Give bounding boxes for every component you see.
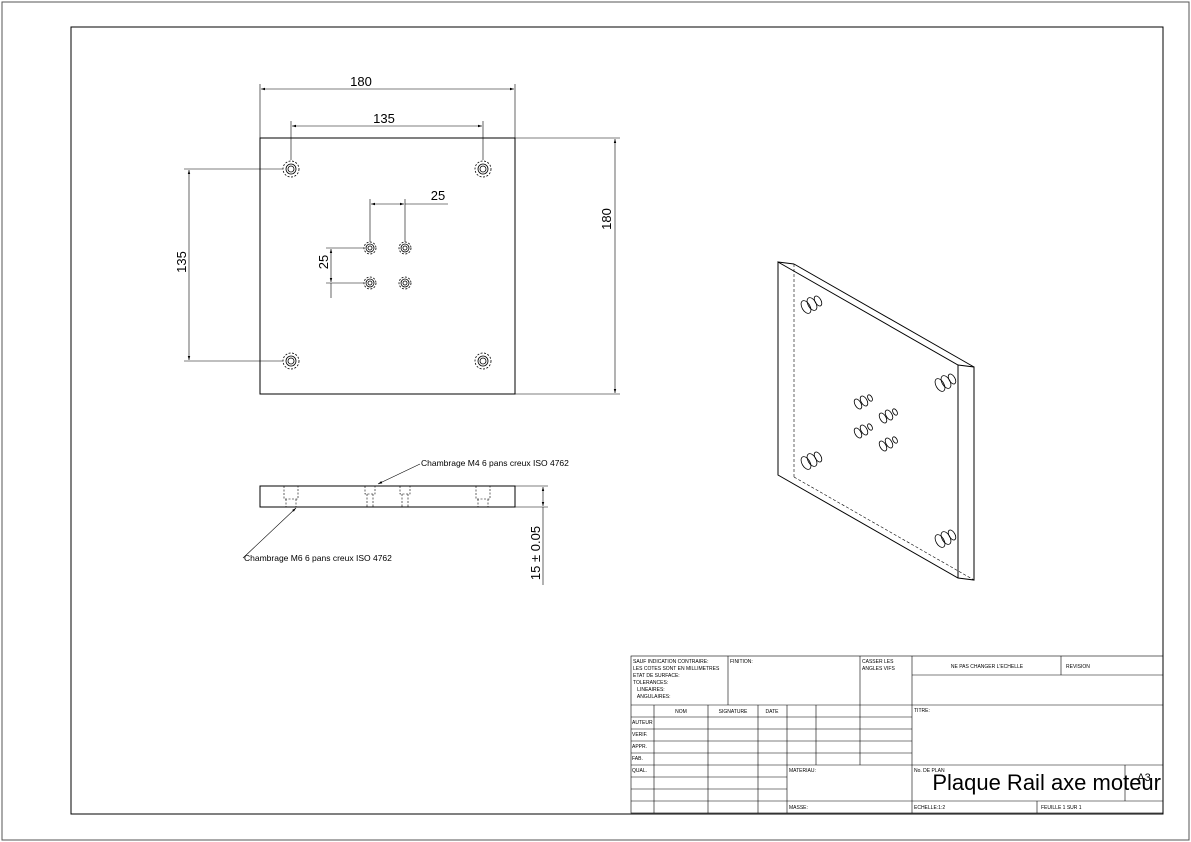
plate-outline-side [259, 485, 516, 508]
note-line-2: LES COTES SONT EN MILLIMETRES [633, 666, 720, 672]
iso-front-face [777, 261, 975, 581]
side-view [242, 463, 548, 585]
dim-width-180 [259, 84, 516, 138]
label-180-right: 180 [599, 208, 614, 230]
corner-hole-tl [282, 160, 300, 178]
plate-outline-top [259, 137, 516, 395]
iso-center-holes [853, 394, 898, 452]
note-line-4: TOLERANCES: [633, 680, 668, 686]
note-line-1: SAUF INDICATION CONTRAIRE: [633, 659, 708, 665]
note-line-3: ETAT DE SURFACE: [633, 673, 680, 679]
label-180-top: 180 [350, 74, 372, 89]
row-fab: FAB. [632, 756, 643, 762]
dim-small-v [326, 247, 364, 298]
dim-height-135 [184, 168, 283, 362]
col-signature: SIGNATURE [719, 709, 748, 715]
echelle-label: ECHELLE:1:2 [914, 805, 945, 811]
leader-m6 [242, 507, 297, 559]
note-line-6: ANGULAIRES: [633, 694, 671, 700]
drawing-frame [70, 26, 1164, 815]
corner-hole-br [474, 352, 492, 370]
dim-width-135 [290, 121, 484, 160]
corner-hole-bl [282, 352, 300, 370]
corner-hole-tr [474, 160, 492, 178]
format-label: A3 [1137, 772, 1150, 784]
center-hole-1 [363, 241, 377, 255]
label-135-left: 135 [174, 251, 189, 273]
dim-thickness [515, 485, 548, 585]
drawing-title: Plaque Rail axe moteur [932, 770, 1161, 795]
row-verif: VERIF. [632, 732, 648, 738]
dim-small-h [369, 199, 448, 242]
feuille-label: FEUILLE 1 SUR 1 [1041, 805, 1082, 811]
row-qual: QUAL. [632, 768, 647, 774]
casser-label-1: CASSER LES [862, 659, 894, 665]
row-appr: APPR. [632, 744, 647, 750]
label-25-h: 25 [431, 188, 445, 203]
ne-pas-changer-label: NE PAS CHANGER L'ECHELLE [951, 664, 1024, 670]
iso-hole-tr [934, 373, 957, 392]
center-hole-3 [363, 276, 377, 290]
revision-label: REVISION [1066, 664, 1090, 670]
finition-label: FINITION: [730, 659, 753, 665]
center-hole-4 [398, 276, 412, 290]
col-nom: NOM [675, 709, 687, 715]
iso-hole-bl [800, 451, 823, 470]
col-date: DATE [766, 709, 780, 715]
isometric-view [777, 261, 975, 581]
label-thickness: 15 ± 0.05 [528, 526, 543, 580]
materiau-label: MATERIAU: [789, 768, 816, 774]
iso-hole-br [934, 529, 957, 548]
label-135-top: 135 [373, 111, 395, 126]
note-line-5: LINEAIRES: [633, 687, 665, 693]
note-m4-counterbore: Chambrage M4 6 pans creux ISO 4762 [421, 458, 569, 468]
top-view [184, 84, 620, 395]
title-block [630, 655, 1164, 814]
iso-hole-tl [800, 295, 823, 314]
no-plan-label: No. DE PLAN [914, 768, 945, 774]
leader-m4 [377, 463, 421, 485]
note-m6-counterbore: Chambrage M6 6 pans creux ISO 4762 [244, 553, 392, 563]
dim-height-180 [515, 137, 620, 395]
casser-label-2: ANGLES VIFS [862, 666, 895, 672]
titre-label: TITRE: [914, 708, 930, 714]
masse-label: MASSE: [789, 805, 808, 811]
row-auteur: AUTEUR [632, 720, 653, 726]
center-hole-2 [398, 241, 412, 255]
label-25-v: 25 [316, 255, 331, 269]
